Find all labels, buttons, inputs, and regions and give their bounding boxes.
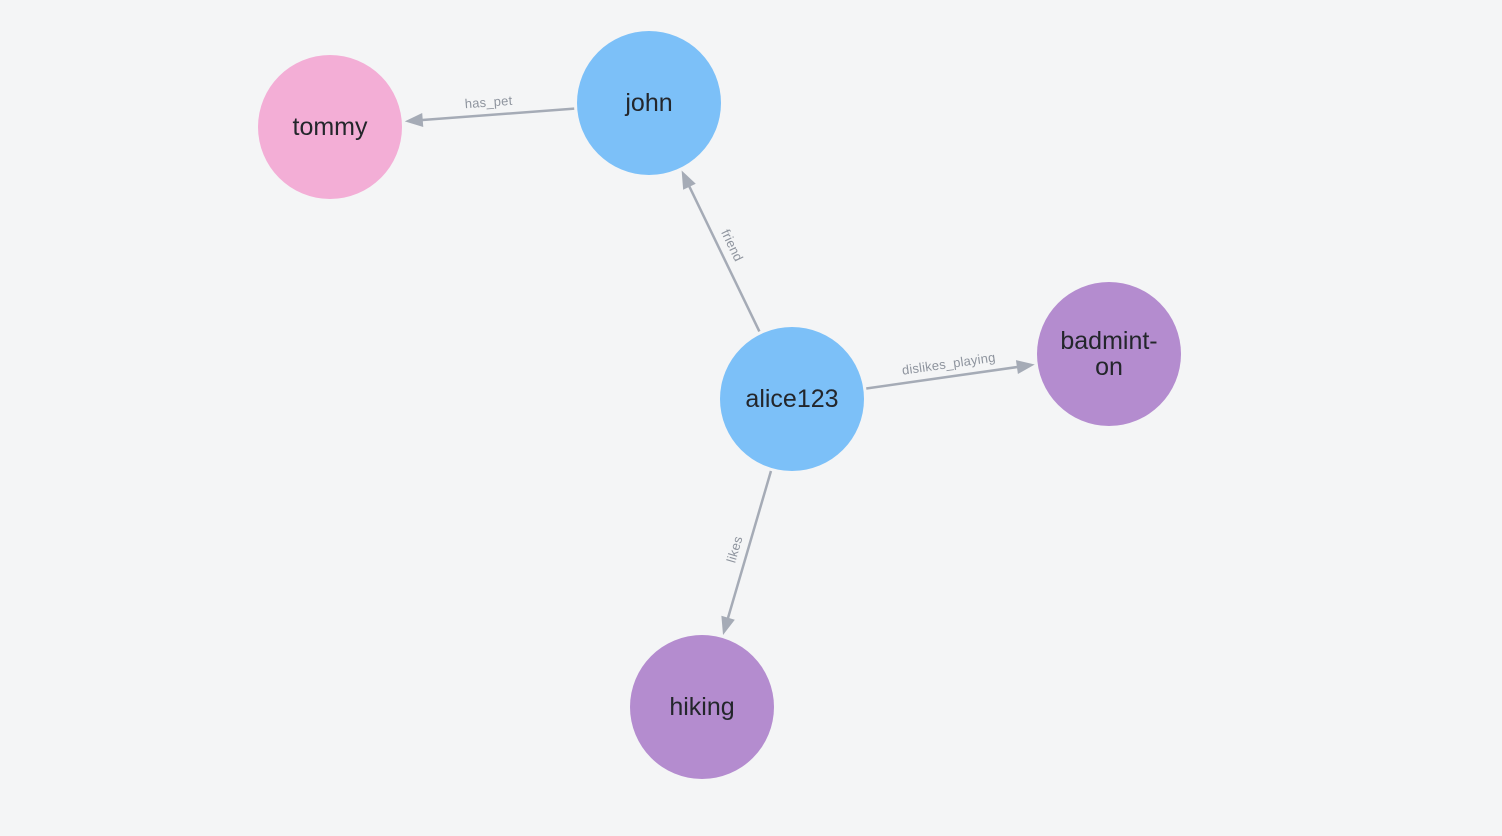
graph-edge-likes[interactable]: likes bbox=[721, 470, 773, 636]
node-circle[interactable] bbox=[577, 31, 721, 175]
edge-label: dislikes_playing bbox=[901, 350, 996, 378]
node-circle[interactable] bbox=[1037, 282, 1181, 426]
edge-arrowhead-icon bbox=[404, 113, 424, 128]
edge-line[interactable] bbox=[420, 107, 575, 122]
edge-label: friend bbox=[718, 227, 746, 264]
edge-arrowhead-icon bbox=[681, 170, 696, 190]
graph-edge-dislikes_playing[interactable]: dislikes_playing bbox=[866, 350, 1035, 390]
graph-edge-friend[interactable]: friend bbox=[681, 170, 761, 333]
node-circle[interactable] bbox=[258, 55, 402, 199]
node-circle[interactable] bbox=[720, 327, 864, 471]
graph-node-alice123[interactable]: alice123 bbox=[720, 327, 864, 471]
graph-node-badminton[interactable]: badmint-on bbox=[1037, 282, 1181, 426]
node-circle[interactable] bbox=[630, 635, 774, 779]
edge-arrowhead-icon bbox=[1015, 360, 1035, 375]
graph-node-john[interactable]: john bbox=[577, 31, 721, 175]
graph-node-tommy[interactable]: tommy bbox=[258, 55, 402, 199]
edge-label: likes bbox=[724, 534, 746, 564]
graph-node-hiking[interactable]: hiking bbox=[630, 635, 774, 779]
graph-edge-has_pet[interactable]: has_pet bbox=[404, 93, 575, 128]
edge-label: has_pet bbox=[464, 93, 513, 112]
edge-line[interactable] bbox=[726, 470, 773, 621]
edge-line[interactable] bbox=[866, 365, 1020, 390]
edge-line[interactable] bbox=[687, 184, 761, 333]
edge-arrowhead-icon bbox=[721, 615, 735, 636]
